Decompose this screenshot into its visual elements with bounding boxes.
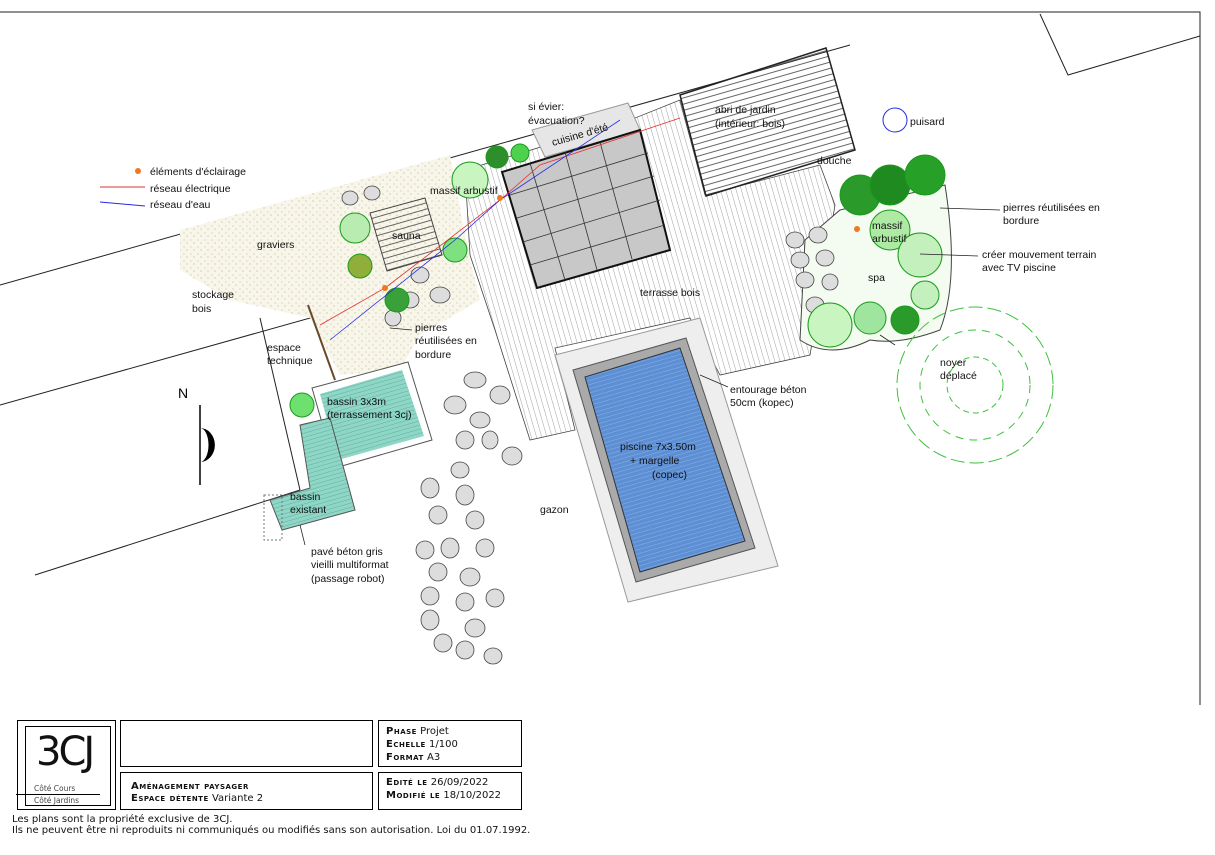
label-surround-2: 50cm (kopec) bbox=[730, 397, 794, 409]
scale-value: 1/100 bbox=[429, 739, 458, 750]
label-well: puisard bbox=[910, 116, 945, 128]
label-surround: entourage béton bbox=[730, 384, 807, 396]
copyright-notice: Les plans sont la propriété exclusive de… bbox=[12, 814, 552, 836]
label-stones-right-2: bordure bbox=[1003, 215, 1039, 227]
legend-water: réseau d'eau bbox=[150, 199, 211, 211]
logo-box: 3CJ Côté Cours Côté Jardins bbox=[16, 720, 116, 810]
format-value: A3 bbox=[426, 752, 441, 763]
label-paving: pavé béton gris bbox=[311, 546, 383, 558]
paving-square bbox=[500, 128, 672, 290]
label-paving-3: (passage robot) bbox=[311, 573, 385, 585]
pool-water bbox=[584, 347, 746, 573]
copyright-line1: Les plans sont la propriété exclusive de… bbox=[12, 814, 233, 825]
project-title: Aménagement paysager bbox=[131, 781, 249, 792]
north-arrow: N bbox=[178, 385, 215, 485]
sauna bbox=[369, 197, 443, 272]
dates-box: Edité le 26/09/2022 Modifié le 18/10/202… bbox=[378, 772, 522, 810]
water-network bbox=[329, 119, 621, 341]
garden-shed bbox=[679, 47, 856, 197]
label-stones-left: pierres bbox=[415, 322, 447, 334]
label-existing-pond-2: existant bbox=[290, 504, 326, 516]
label-spa: spa bbox=[868, 272, 885, 284]
label-walnut-2: déplacé bbox=[940, 370, 977, 382]
logo-line2: Côté Jardins bbox=[34, 796, 80, 805]
label-shed: abri de jardin bbox=[715, 104, 776, 116]
label-deck: terrasse bois bbox=[640, 287, 700, 299]
label-lawn: gazon bbox=[540, 504, 569, 516]
plan-labels: si évier: évacuation? cuisine d'été abri… bbox=[192, 101, 1100, 585]
label-pond-2: (terrassement 3cj) bbox=[327, 409, 412, 421]
format-label: Format bbox=[386, 752, 424, 763]
modified-value: 18/10/2022 bbox=[443, 790, 502, 801]
label-gravel: graviers bbox=[257, 239, 294, 251]
label-wood-storage: stockage bbox=[192, 289, 234, 301]
label-existing-pond: bassin bbox=[290, 491, 321, 503]
well bbox=[882, 107, 908, 133]
modified-label: Modifié le bbox=[386, 790, 441, 801]
label-pool-3: (copec) bbox=[652, 469, 687, 481]
phase-box: Phase Projet Echelle 1/100 Format A3 bbox=[378, 720, 522, 767]
label-stones-right: pierres réutilisées en bbox=[1003, 202, 1100, 214]
label-terrain: créer mouvement terrain bbox=[982, 249, 1097, 261]
label-terrain-2: avec TV piscine bbox=[982, 262, 1056, 274]
label-pool-2: + margelle bbox=[630, 455, 679, 467]
plants bbox=[289, 143, 1054, 464]
label-stones-left-2: réutilisées en bbox=[415, 335, 477, 347]
lighting-points bbox=[382, 195, 860, 291]
project-box: Aménagement paysager Espace détente Vari… bbox=[120, 772, 373, 810]
lighting-icon bbox=[135, 168, 141, 174]
phase-value: Projet bbox=[420, 726, 449, 737]
label-tech-space: espace bbox=[267, 342, 301, 354]
label-wood-storage-2: bois bbox=[192, 303, 211, 315]
label-shrubs-left: massif arbustif bbox=[430, 185, 498, 197]
label-tech-space-2: technique bbox=[267, 355, 313, 367]
scale-label: Echelle bbox=[386, 739, 426, 750]
pond-3x3-water bbox=[320, 370, 424, 460]
edited-value: 26/09/2022 bbox=[430, 777, 489, 788]
title-empty-box bbox=[120, 720, 373, 767]
label-pool: piscine 7x3.50m bbox=[620, 441, 696, 453]
label-shower: douche bbox=[817, 155, 852, 167]
stepping-stones bbox=[341, 185, 839, 665]
label-paving-2: vieilli multiformat bbox=[311, 559, 389, 571]
label-shrubs-right-2: arbustif bbox=[872, 233, 907, 245]
leader-lines bbox=[299, 207, 1001, 546]
water-line-icon bbox=[99, 201, 146, 207]
label-stones-left-3: bordure bbox=[415, 349, 451, 361]
label-sink: si évier: bbox=[528, 101, 564, 113]
legend-lighting: éléments d'éclairage bbox=[150, 166, 246, 178]
wood-storage-line bbox=[307, 304, 336, 381]
label-shed-interior: (intérieur: bois) bbox=[715, 118, 785, 130]
label-walnut: noyer bbox=[940, 357, 967, 369]
phase-label: Phase bbox=[386, 726, 417, 737]
label-sauna: sauna bbox=[392, 230, 421, 242]
logo-text: 3CJ bbox=[36, 729, 95, 775]
north-label: N bbox=[178, 385, 188, 401]
project-subtitle: Espace détente bbox=[131, 793, 209, 804]
existing-pond-edge bbox=[263, 494, 283, 541]
label-shrubs-right: massif bbox=[872, 220, 902, 232]
logo: 3CJ Côté Cours Côté Jardins bbox=[16, 726, 111, 806]
label-pond: bassin 3x3m bbox=[327, 396, 386, 408]
edited-label: Edité le bbox=[386, 777, 428, 788]
label-evacuation: évacuation? bbox=[528, 115, 585, 127]
legend: éléments d'éclairage réseau électrique r… bbox=[99, 166, 246, 211]
logo-line1: Côté Cours bbox=[34, 784, 76, 793]
copyright-line2: Ils ne peuvent être ni reproduits ni com… bbox=[12, 825, 531, 836]
project-variant: Variante 2 bbox=[211, 793, 264, 804]
legend-electric: réseau électrique bbox=[150, 183, 231, 195]
